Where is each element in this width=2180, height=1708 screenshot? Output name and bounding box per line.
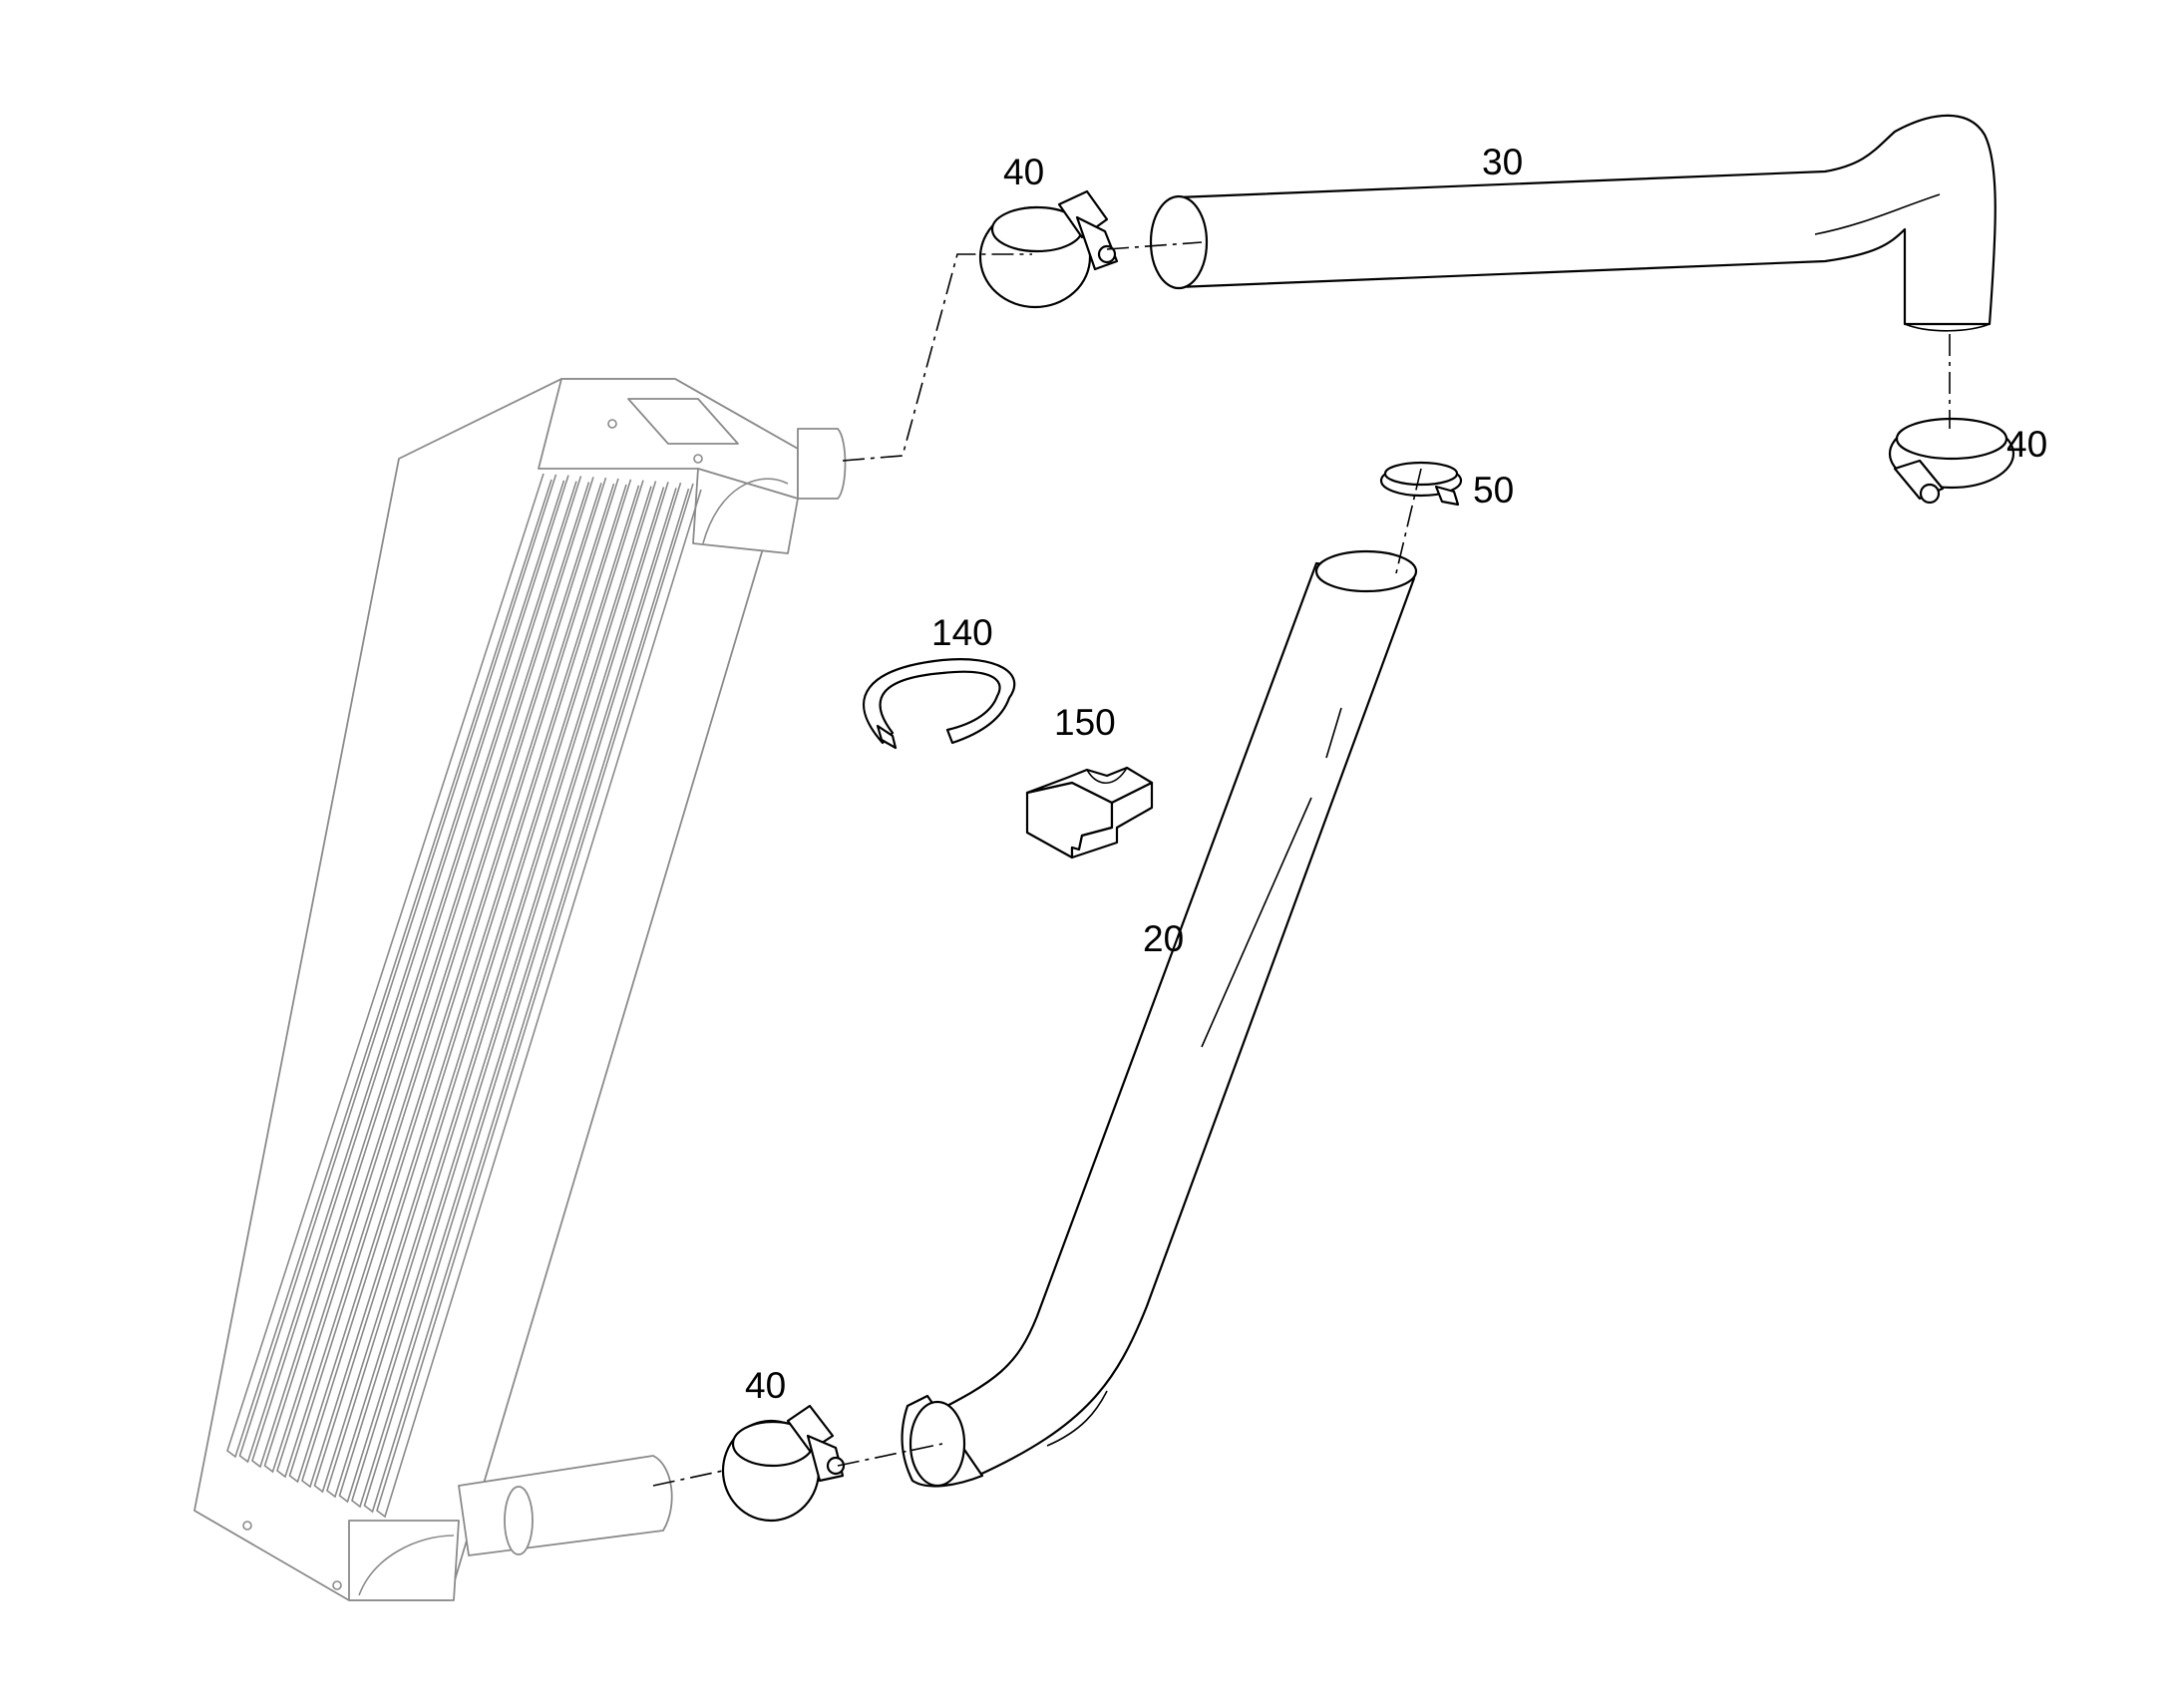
callout-clamp-upper-right: 40: [2006, 424, 2047, 465]
mounting-strap: [863, 658, 1016, 750]
cooling-fin: [338, 481, 665, 1504]
cooling-fin: [376, 483, 702, 1519]
cooling-fin: [363, 482, 690, 1514]
callout-bracket-block: 150: [1054, 702, 1116, 743]
hose-clamp-upper-right: [1888, 417, 2015, 505]
cooling-fin: [326, 480, 652, 1499]
cooling-fin: [351, 482, 677, 1509]
callout-small-clamp: 50: [1473, 470, 1514, 511]
hose-clamp-upper-left: [978, 189, 1119, 309]
callout-clamp-lower: 40: [745, 1365, 786, 1406]
callout-hose-upper: 30: [1482, 142, 1523, 182]
cooling-fin: [226, 473, 552, 1459]
cooling-fin: [238, 474, 565, 1464]
callout-clamp-upper-left: 40: [1003, 152, 1044, 192]
hose-lower: [901, 549, 1418, 1488]
assembly-centerlines: [652, 241, 1951, 1487]
hose-upper: [1149, 114, 1997, 332]
cooling-fin: [301, 478, 627, 1489]
small-hose-clamp: [1379, 461, 1463, 507]
hose-clamp-lower: [721, 1404, 846, 1523]
cooling-fin: [263, 476, 590, 1474]
intercooler-radiator: [193, 378, 847, 1601]
callout-strap: 140: [931, 612, 993, 653]
rubber-mount-block: [1025, 766, 1154, 859]
callout-hose-lower: 20: [1143, 918, 1184, 959]
cooling-fin: [251, 475, 577, 1469]
cooling-fin: [276, 477, 602, 1479]
cooling-fin: [313, 479, 640, 1494]
cooling-fin: [288, 477, 615, 1484]
